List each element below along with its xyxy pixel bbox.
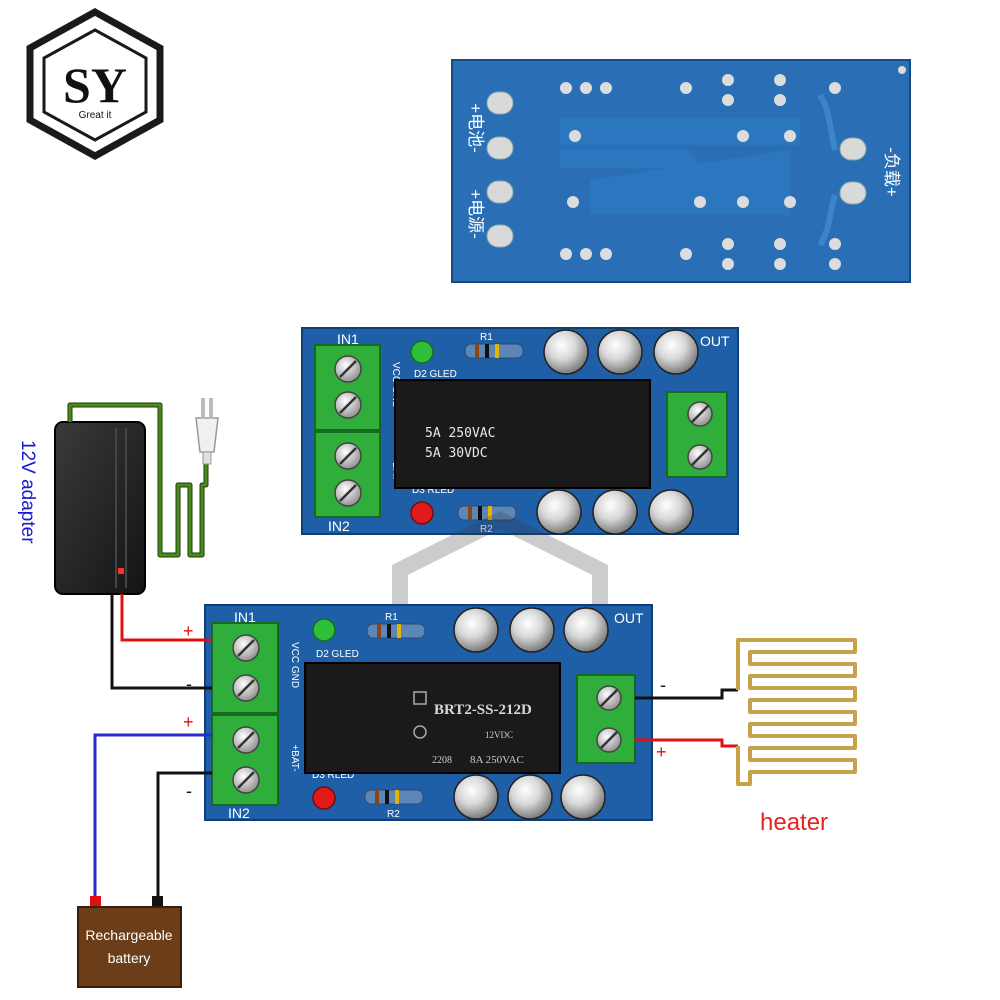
in2-plus-sign: + (183, 712, 194, 732)
bottom-in1-label: IN1 (234, 609, 256, 625)
bottom-relay-model: BRT2-SS-212D (434, 702, 532, 718)
bottom-r1-label: R1 (385, 612, 398, 623)
bottom-in2-label: IN2 (228, 805, 250, 821)
adapter-label: 12V adapter (17, 440, 38, 544)
bottom-vcc-gnd-label: VCC GND (289, 642, 300, 688)
module-top: IN1 IN2 VCC GND +BAT- D2 GLED D3 RLED R1… (301, 327, 739, 535)
battery-line2: battery (108, 950, 151, 966)
in1-plus-sign: + (183, 621, 194, 641)
logo-letters: SY (63, 57, 127, 113)
heater-label: heater (760, 809, 828, 836)
wires (93, 594, 738, 905)
polarity-marks: + - + - - + (183, 621, 667, 801)
top-relay-line2: 5A 30VDC (425, 446, 488, 461)
bottom-out-label: OUT (614, 610, 644, 626)
top-out-label: OUT (700, 333, 730, 349)
top-relay-line1: 5A 250VAC (425, 426, 495, 441)
top-led-red-label: D3 RLED (412, 485, 454, 496)
logo-tagline: Great it (79, 110, 112, 121)
bottom-r2-label: R2 (387, 809, 400, 820)
back-label-battery: +电池- (466, 103, 485, 153)
ac-plug-icon (195, 398, 219, 465)
in1-minus-sign: - (186, 674, 192, 694)
brand-logo: SY Great it (26, 7, 164, 161)
ac-cord (67, 402, 209, 558)
bottom-relay-coil: 12VDC (485, 730, 513, 740)
battery-line1: Rechargeable (85, 927, 172, 943)
bottom-bat-label: +BAT- (289, 744, 300, 771)
bottom-relay-code: 2208 (432, 755, 452, 766)
out-plus-sign: + (656, 742, 667, 762)
back-label-load: -负载+ (882, 147, 901, 197)
top-led-green-label: D2 GLED (414, 369, 457, 380)
bottom-relay-rating: 8A 250VAC (470, 754, 524, 766)
top-r2-label: R2 (480, 524, 493, 535)
bottom-led-green-label: D2 GLED (316, 649, 359, 660)
rechargeable-battery: Rechargeable battery (77, 896, 182, 988)
in2-minus-sign: - (186, 781, 192, 801)
bottom-led-red-label: D3 RLED (312, 770, 354, 781)
top-in1-label: IN1 (337, 331, 359, 347)
top-r1-label: R1 (480, 332, 493, 343)
top-in2-label: IN2 (328, 518, 350, 534)
power-adapter (54, 421, 146, 595)
pcb-back-side: +电池- +电源- -负载+ (451, 59, 911, 283)
back-label-power: +电源- (466, 189, 485, 239)
module-bottom: IN1 IN2 VCC GND +BAT- D2 GLED D3 RLED R1… (204, 604, 653, 821)
out-minus-sign: - (660, 675, 666, 695)
heater-element (736, 638, 857, 786)
adapter-led-icon (118, 568, 124, 574)
